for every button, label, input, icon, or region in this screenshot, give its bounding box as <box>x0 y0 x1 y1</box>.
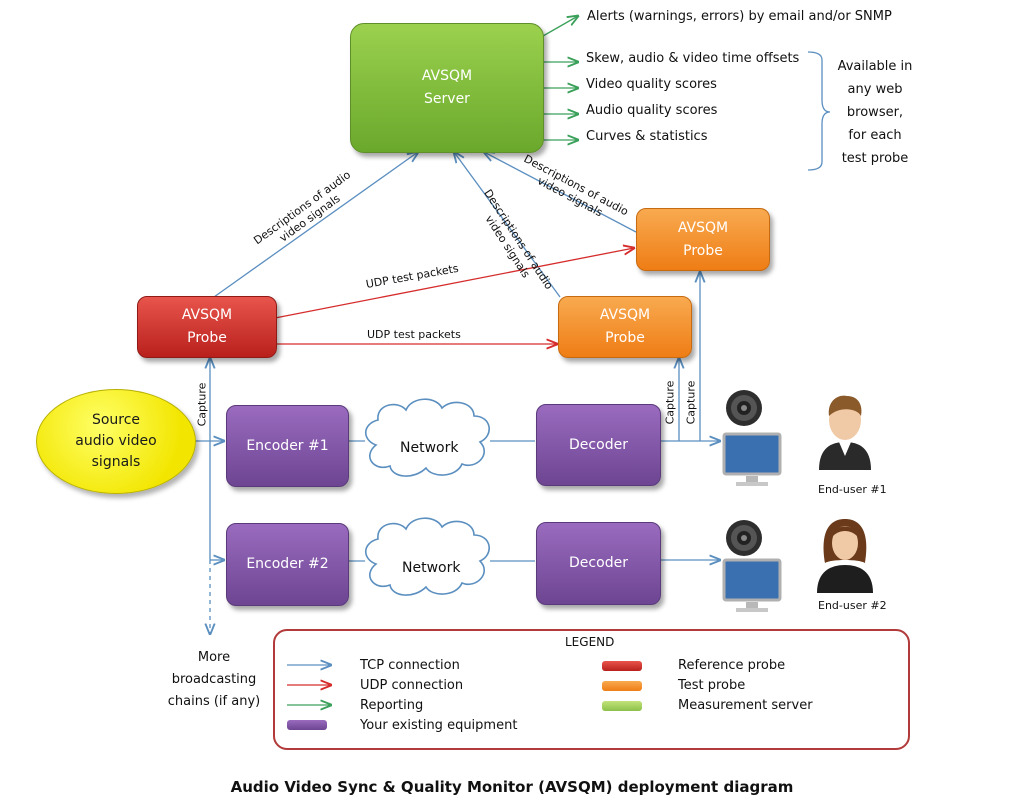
legend: LEGEND TCP connection UDP connection Rep… <box>273 629 910 750</box>
speaker-icon <box>726 520 762 556</box>
source-line3: signals <box>91 454 141 470</box>
decoder-2-label: Decoder <box>569 555 628 571</box>
network-2-label: Network <box>402 560 461 576</box>
tcp-connections <box>194 152 720 634</box>
legend-equipment-label: Your existing equipment <box>360 718 518 733</box>
more-line2: broadcasting <box>171 672 257 687</box>
more-line3: chains (if any) <box>167 694 261 709</box>
test-probe-2-line2: Probe <box>683 242 723 259</box>
end-user-2-label: End-user #2 <box>818 599 887 612</box>
monitor-icon <box>722 558 782 612</box>
legend-reporting-label: Reporting <box>360 698 424 713</box>
legend-reference-swatch <box>602 661 642 671</box>
tcp-test2-to-server <box>484 152 637 233</box>
source-signals: Source audio video signals <box>36 389 196 494</box>
legend-udp-label: UDP connection <box>360 678 464 693</box>
tcp-ref-to-server <box>213 152 418 298</box>
more-chains-note: More broadcasting chains (if any) <box>160 647 268 713</box>
reference-probe-line1: AVSQM <box>181 307 233 323</box>
reference-probe: AVSQM Probe <box>137 296 277 358</box>
output-skew: Skew, audio & video time offsets <box>586 51 800 66</box>
diagram-caption: Audio Video Sync & Quality Monitor (AVSQ… <box>230 778 794 796</box>
test-probe-2-line1: AVSQM <box>677 219 729 236</box>
capture-ref-label: Capture <box>195 382 209 427</box>
legend-measurement-label: Measurement server <box>678 698 813 713</box>
udp-ref-to-test2 <box>274 248 634 319</box>
server-label-line1: AVSQM <box>421 68 473 84</box>
monitor-icon <box>722 432 782 486</box>
decoder-1: Decoder <box>536 404 661 486</box>
udp-lower-label: UDP test packets <box>367 328 461 341</box>
more-line1: More <box>197 650 231 665</box>
output-video-quality: Video quality scores <box>586 77 717 92</box>
availability-line5: test probe <box>841 151 909 166</box>
legend-measurement-swatch <box>602 701 642 711</box>
availability-line1: Available in <box>837 59 913 74</box>
encoder-2: Encoder #2 <box>226 523 349 606</box>
reporting-arrow-alerts <box>542 16 578 37</box>
legend-reference-label: Reference probe <box>678 658 786 673</box>
decoder-2: Decoder <box>536 522 661 605</box>
avsqm-server: AVSQM Server <box>350 23 544 153</box>
availability-line4: for each <box>848 128 902 143</box>
output-curves: Curves & statistics <box>586 129 708 144</box>
availability-bracket <box>807 51 831 171</box>
encoder-1-label: Encoder #1 <box>246 437 329 454</box>
output-alerts: Alerts (warnings, errors) by email and/o… <box>587 9 892 24</box>
cloud-2 <box>364 517 490 596</box>
availability-line3: browser, <box>846 105 904 120</box>
encoder-2-label: Encoder #2 <box>246 556 329 572</box>
source-line2: audio video <box>75 433 157 449</box>
encoder-1: Encoder #1 <box>226 405 349 487</box>
legend-equipment-swatch <box>287 720 327 730</box>
server-label-line2: Server <box>424 91 470 107</box>
output-audio-quality: Audio quality scores <box>586 103 718 118</box>
decoder-1-label: Decoder <box>569 436 628 453</box>
source-line1: Source <box>91 412 141 428</box>
udp-connections <box>274 248 634 344</box>
cloud-1 <box>364 398 490 477</box>
test-probe-1-line2: Probe <box>605 330 645 346</box>
tcp-test1-to-server <box>454 152 561 298</box>
male-user-icon <box>819 395 871 470</box>
test-probe-2: AVSQM Probe <box>636 208 770 271</box>
test-probe-1: AVSQM Probe <box>558 296 692 358</box>
availability-line2: any web <box>847 82 903 97</box>
reporting-arrows <box>542 16 578 140</box>
end-user-1-label: End-user #1 <box>818 483 887 496</box>
speaker-icon <box>726 390 762 426</box>
legend-test-label: Test probe <box>678 678 746 693</box>
legend-line-swatches <box>287 657 335 717</box>
reference-probe-line2: Probe <box>187 330 227 346</box>
availability-note: Available in any web browser, for each t… <box>832 55 918 170</box>
network-1-label: Network <box>400 440 459 456</box>
capture-test1-label: Capture <box>663 380 677 425</box>
capture-test2-label: Capture <box>684 380 698 425</box>
legend-title: LEGEND <box>565 635 615 649</box>
legend-tcp-label: TCP connection <box>360 658 460 673</box>
female-user-icon <box>817 519 873 593</box>
legend-test-swatch <box>602 681 642 691</box>
test-probe-1-line1: AVSQM <box>599 307 651 323</box>
